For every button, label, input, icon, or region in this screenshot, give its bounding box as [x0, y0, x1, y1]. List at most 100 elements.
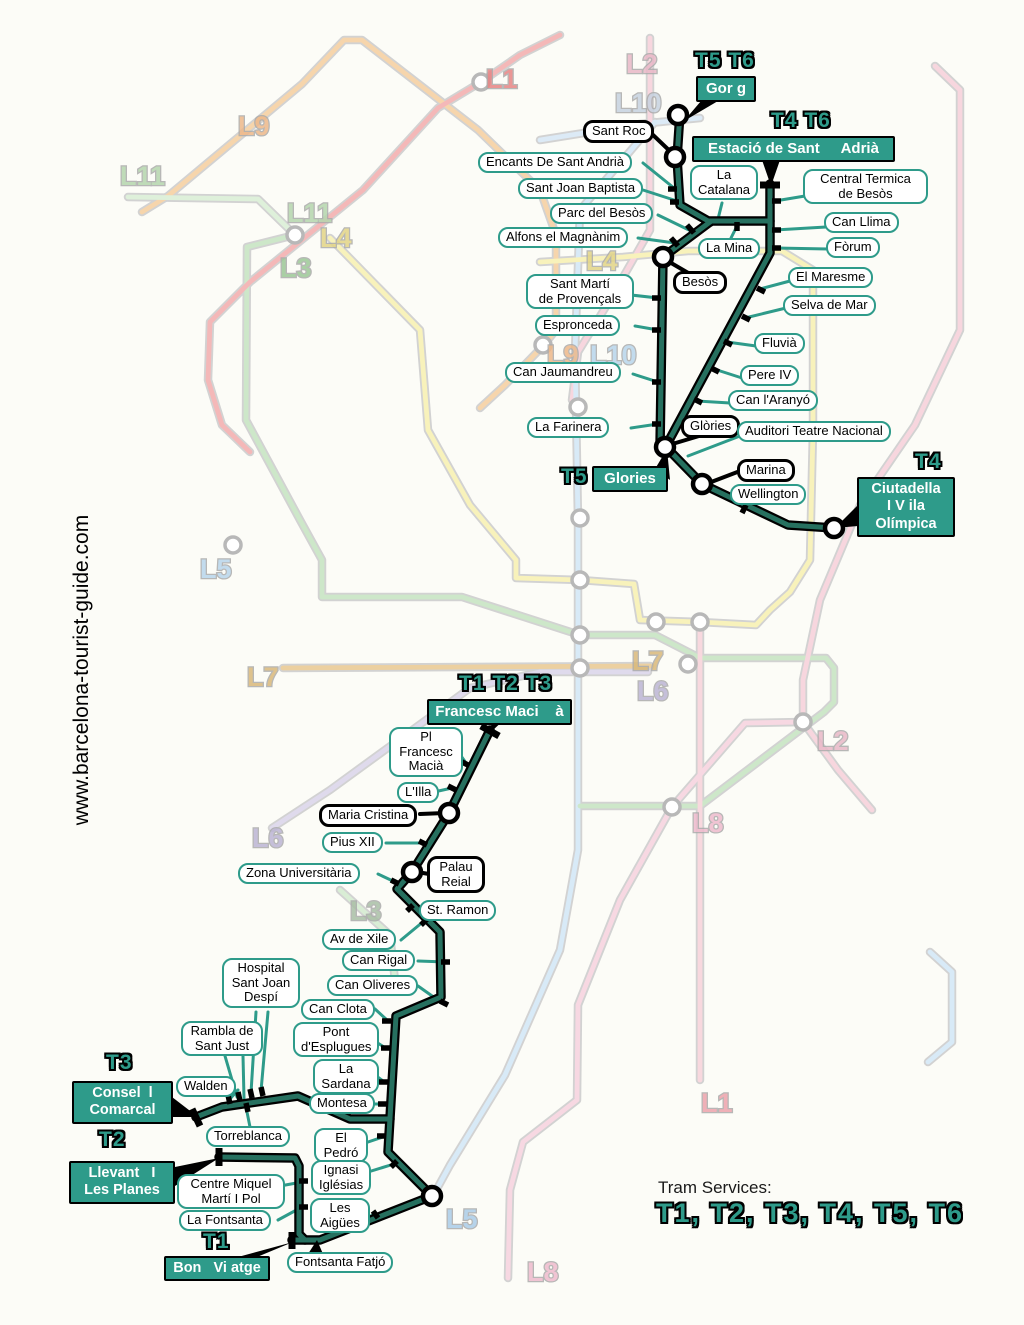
station-can-llima: Can Llima: [824, 212, 899, 233]
station-circles: [400, 103, 846, 1208]
station-pere-iv: Pere IV: [740, 365, 800, 386]
station-glories: Glòries: [681, 415, 741, 438]
metro-label-l1: L1: [486, 64, 518, 94]
metro-label-l8: L8: [692, 808, 724, 838]
station-walden: Walden: [176, 1076, 236, 1097]
gorg-circle: [666, 103, 690, 127]
station-fontsanta-fatjo: Fontsanta Fatjó: [287, 1252, 394, 1273]
terminus-francesc-macia: Francesc Maci à: [427, 699, 572, 725]
station-av-de-xile: Av de Xile: [322, 929, 397, 950]
ciutadella-circle: [822, 516, 846, 540]
metro-label-l7: L7: [632, 646, 664, 676]
station-pont-desplugues: Pont d'Esplugues: [293, 1022, 379, 1058]
station-espronceda: Espronceda: [535, 315, 621, 336]
header-t3: T3: [106, 1051, 133, 1074]
station-la-sardana: La Sardana: [313, 1059, 379, 1095]
station-fluvia: Fluvià: [754, 333, 805, 354]
station-centre-miquel-marti-i-pol: Centre Miquel Martí I Pol: [177, 1174, 285, 1210]
terminus-estacio-de-sant-adria: Estació de Sant Adrià: [692, 136, 895, 162]
station-sant-roc: Sant Roc: [583, 120, 655, 143]
metro-label-l10: L10: [615, 88, 662, 118]
station-maria-cristina: Maria Cristina: [319, 804, 418, 827]
terminus-ciutadella-vila-olimpica: Ciutadella I V ila Olímpica: [857, 477, 955, 538]
station-auditori-teatre-nacional: Auditori Teatre Nacional: [737, 421, 891, 442]
sant-roc-circle: [663, 145, 687, 169]
station-pl-francesc-macia: Pl Francesc Macià: [389, 727, 463, 778]
station-el-maresme: El Maresme: [788, 267, 874, 288]
metro-label-l2: L2: [817, 726, 849, 756]
station-can-laranyo: Can l'Aranyó: [728, 390, 819, 411]
maria-cristina-circle: [437, 801, 461, 825]
station-selva-de-mar: Selva de Mar: [783, 295, 876, 316]
terminus-consell-comarcal: Consel l Comarcal: [72, 1081, 173, 1124]
metro-label-l7: L7: [247, 662, 279, 692]
station-forum: Fòrum: [826, 237, 880, 258]
terminus-llevant-les-planes: Llevant I Les Planes: [69, 1161, 175, 1204]
station-montesa: Montesa: [309, 1093, 375, 1114]
legend-title: Tram Services:: [658, 1178, 772, 1197]
metro-label-l3: L3: [350, 896, 382, 926]
metro-label-l5: L5: [200, 554, 232, 584]
station-palau-reial: Palau Reial: [427, 856, 485, 894]
station-besos: Besòs: [673, 271, 728, 294]
station-st-ramon: St. Ramon: [419, 900, 497, 921]
station-lilla: L'Illa: [397, 782, 440, 803]
station-les-aigues: Les Aigües: [310, 1198, 370, 1234]
metro-label-l3: L3: [280, 253, 312, 283]
station-la-catalana: La Catalana: [690, 165, 758, 201]
header-t4: T4: [915, 450, 942, 473]
tram-stop-ticks: [225, 186, 781, 1220]
station-pius-xii: Pius XII: [322, 832, 383, 853]
glories-circle: [653, 435, 677, 459]
metro-label-l2: L2: [626, 49, 658, 79]
station-can-clota: Can Clota: [301, 999, 375, 1020]
station-sant-marti-de-provencals: Sant Martí de Provençals: [526, 274, 634, 310]
terminus-bon-viatge: Bon Vi atge: [164, 1256, 270, 1282]
besos-circle: [651, 245, 675, 269]
metro-label-l11: L11: [120, 161, 165, 191]
station-la-farinera: La Farinera: [527, 417, 610, 438]
metro-label-l11: L11: [287, 198, 332, 228]
metro-label-l8: L8: [527, 1257, 559, 1287]
cornella-l5-circle: [420, 1184, 444, 1208]
metro-background: [123, 30, 965, 1283]
station-parc-del-besos: Parc del Besòs: [550, 203, 654, 224]
station-can-oliveres: Can Oliveres: [327, 975, 419, 996]
station-el-pedro: El Pedró: [314, 1128, 368, 1164]
station-zona-universitaria: Zona Universitària: [238, 863, 360, 884]
station-la-fontsanta: La Fontsanta: [179, 1210, 271, 1231]
station-marina: Marina: [737, 459, 795, 482]
header-t5-t6: T5 T6: [695, 49, 755, 72]
terminus-gorg: Gor g: [696, 76, 756, 102]
marina-circle: [690, 472, 714, 496]
header-t4-t6: T4 T6: [771, 109, 831, 132]
station-torreblanca: Torreblanca: [206, 1126, 290, 1147]
metro-label-l9: L9: [238, 111, 270, 141]
metro-label-l1: L1: [701, 1088, 733, 1118]
station-rambla-de-sant-just: Rambla de Sant Just: [181, 1021, 263, 1057]
metro-label-l4: L4: [320, 223, 352, 253]
terminus-glories: Glories: [592, 466, 668, 492]
legend-services: T1, T2, T3, T4, T5, T6: [656, 1198, 965, 1228]
station-can-rigal: Can Rigal: [342, 950, 416, 971]
watermark-url: www.barcelona-tourist-guide.com: [70, 514, 93, 826]
station-central-termica-de-besos: Central Termica de Besòs: [803, 169, 928, 205]
header-t1: T1: [203, 1230, 230, 1253]
metro-label-l4: L4: [586, 246, 618, 276]
station-wellington: Wellington: [730, 484, 807, 505]
header-t5: T5: [561, 465, 588, 488]
station-can-jaumandreu: Can Jaumandreu: [505, 362, 621, 383]
palau-reial-circle: [400, 860, 424, 884]
station-alfons-el-magnanim: Alfons el Magnànim: [498, 227, 629, 248]
metro-label-l5: L5: [446, 1204, 478, 1234]
station-sant-joan-baptista: Sant Joan Baptista: [518, 178, 644, 199]
metro-label-l6: L6: [637, 676, 669, 706]
tram-lines: [193, 110, 837, 1243]
header-t1-t2-t3: T1 T2 T3: [459, 672, 553, 695]
station-la-mina: La Mina: [698, 238, 761, 259]
metro-label-l6: L6: [252, 823, 284, 853]
station-ignasi-iglesias: Ignasi Iglésias: [311, 1160, 371, 1196]
station-hospital-sant-joan-despi: Hospital Sant Joan Despí: [222, 958, 300, 1009]
station-encants-de-sant-andria: Encants De Sant Andrià: [478, 152, 633, 173]
